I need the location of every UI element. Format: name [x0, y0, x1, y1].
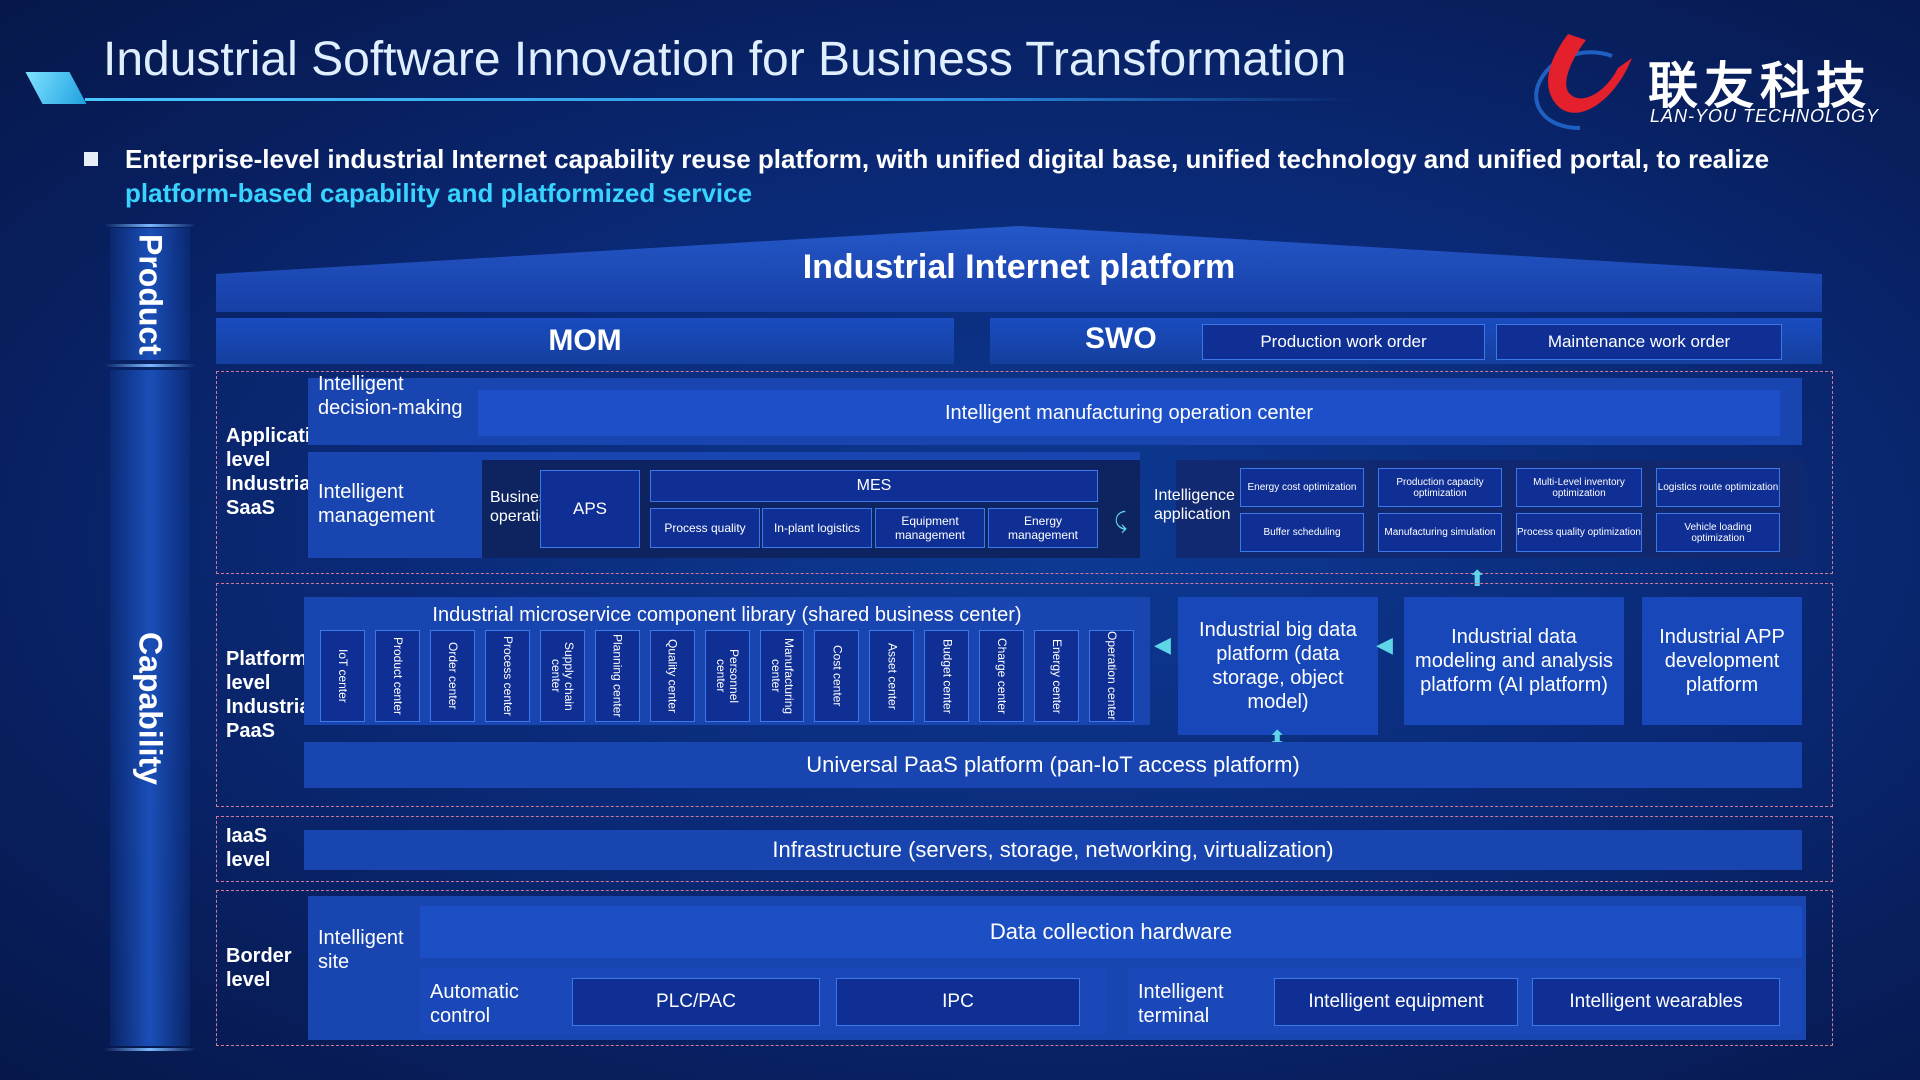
side-divider-top	[104, 224, 196, 227]
center-item: Manufacturing center	[759, 630, 805, 722]
intel-item-2: Production capacity optimization	[1378, 468, 1502, 507]
decision-label: Intelligent decision-making	[318, 373, 463, 419]
left-arrow-icon: ◀	[1154, 632, 1171, 657]
intelligent-terminal-label: Intelligent terminal	[1138, 981, 1224, 1027]
mes-item-equipment-management: Equipment management	[875, 508, 985, 548]
center-item: IoT center	[320, 630, 365, 722]
side-divider-mid	[104, 364, 196, 367]
lanyou-logo-icon	[1534, 34, 1632, 130]
center-item: Product center	[374, 630, 420, 722]
intel-item-6: Manufacturing simulation	[1378, 513, 1502, 552]
center-item: Asset center	[869, 630, 915, 722]
application-level-label: Application level Industrial SaaS	[226, 425, 335, 519]
microservice-library-title: Industrial microservice component librar…	[432, 604, 1022, 626]
paas-level-box	[216, 583, 1833, 807]
data-collection-hardware: Data collection hardware	[420, 906, 1802, 958]
title-accent-shape	[25, 72, 87, 104]
side-label-capability: Capability	[110, 370, 190, 1046]
bullet-icon	[84, 152, 98, 166]
mes-item-process-quality: Process quality	[650, 508, 760, 548]
intel-item-4: Logistics route optimization	[1656, 468, 1780, 507]
intel-item-7: Process quality optimization	[1516, 513, 1642, 552]
logo-chinese-text: 联友科技	[1648, 58, 1872, 114]
center-item: Operation center	[1089, 630, 1135, 722]
page-title: Industrial Software Innovation for Busin…	[103, 33, 1347, 86]
intro-highlight: platform-based capability and platformiz…	[125, 178, 753, 208]
up-arrow-icon: ⬆	[1468, 566, 1487, 591]
iaas-level-box	[216, 816, 1833, 882]
infrastructure: Infrastructure (servers, storage, networ…	[304, 830, 1802, 870]
automatic-control-label: Automatic control	[430, 981, 519, 1027]
maintenance-work-order: Maintenance work order	[1496, 324, 1782, 360]
title-underline	[85, 98, 1355, 101]
platform-roof-shape	[216, 226, 1822, 312]
bigdata-platform: Industrial big data platform (data stora…	[1178, 597, 1378, 735]
mes-item-in-plant-logistics: In-plant logistics	[762, 508, 872, 548]
mom-band: MOM	[216, 318, 954, 364]
center-item: Order center	[429, 630, 475, 722]
intel-item-8: Vehicle loading optimization	[1656, 513, 1780, 552]
border-level-box	[216, 890, 1833, 1046]
ipc-box: IPC	[836, 978, 1080, 1026]
curve-arrow-icon: ⤹	[1114, 508, 1128, 533]
center-item: Budget center	[924, 630, 970, 722]
side-label-product: Product	[110, 228, 190, 360]
modeling-platform: Industrial data modeling and analysis pl…	[1404, 597, 1624, 725]
paas-level-label: Platform level Industrial PaaS	[226, 648, 317, 742]
center-item: Cost center	[814, 630, 860, 722]
intelligent-site-label: Intelligent site	[318, 927, 404, 973]
logo-english-text: LAN-YOU TECHNOLOGY	[1650, 106, 1880, 126]
application-level-box	[216, 371, 1833, 574]
intel-item-5: Buffer scheduling	[1240, 513, 1364, 552]
intel-item-3: Multi-Level inventory optimization	[1516, 468, 1642, 507]
plc-pac-box: PLC/PAC	[572, 978, 820, 1026]
mes-item-energy-management: Energy management	[988, 508, 1098, 548]
aps-box: APS	[540, 470, 640, 548]
management-label: Intelligent management	[318, 481, 435, 527]
intel-item-1: Energy cost optimization	[1240, 468, 1364, 507]
center-item: Process center	[484, 630, 530, 722]
intelligence-application-label: Intelligence application	[1154, 487, 1235, 523]
iaas-level-label: IaaS level	[226, 825, 271, 871]
center-item: Planning center	[594, 630, 640, 722]
center-item: Charge center	[979, 630, 1025, 722]
center-item: Energy center	[1034, 630, 1080, 722]
production-work-order: Production work order	[1202, 324, 1485, 360]
intro-text: Enterprise-level industrial Internet cap…	[125, 144, 1770, 208]
side-divider-bottom	[104, 1048, 196, 1051]
border-level-label: Border level	[226, 945, 292, 991]
platform-title: Industrial Internet platform	[802, 248, 1236, 286]
swo-label: SWO	[1085, 322, 1157, 355]
decision-center: Intelligent manufacturing operation cent…	[478, 390, 1780, 436]
universal-paas: Universal PaaS platform (pan-IoT access …	[304, 742, 1802, 788]
intelligent-equipment-box: Intelligent equipment	[1274, 978, 1518, 1026]
mes-box: MES	[650, 470, 1098, 502]
center-item: Supply chain center	[539, 630, 585, 722]
left-arrow-icon-2: ◀	[1376, 632, 1393, 657]
intelligent-wearables-box: Intelligent wearables	[1532, 978, 1780, 1026]
center-item: Quality center	[649, 630, 695, 722]
center-item: Personnel center	[704, 630, 750, 722]
app-development-platform: Industrial APP development platform	[1642, 597, 1802, 725]
